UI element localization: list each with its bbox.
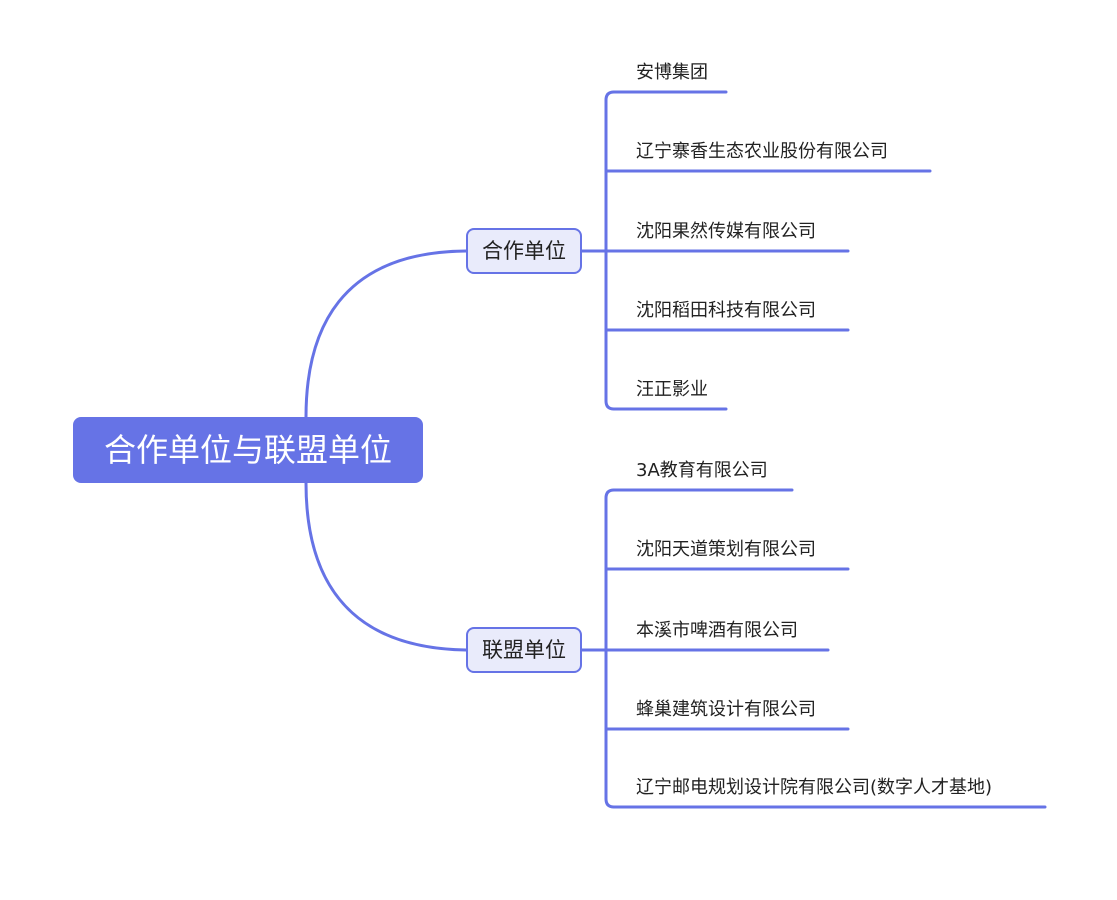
leaf-topic[interactable]: 沈阳稻田科技有限公司	[636, 300, 816, 321]
connector-root-to-cooperation	[304, 249, 468, 419]
root-topic[interactable]: 合作单位与联盟单位	[73, 417, 423, 483]
leaf-topic[interactable]: 蜂巢建筑设计有限公司	[636, 699, 816, 720]
leaf-topic[interactable]: 辽宁寨香生态农业股份有限公司	[636, 141, 888, 162]
branch-topic-cooperation[interactable]: 合作单位	[466, 228, 582, 274]
connector-root-to-alliance	[304, 481, 468, 652]
leaf-topic[interactable]: 汪正影业	[636, 379, 708, 400]
leaf-topic[interactable]: 辽宁邮电规划设计院有限公司(数字人才基地)	[636, 777, 993, 798]
branch-topic-alliance[interactable]: 联盟单位	[466, 627, 582, 673]
leaf-topic[interactable]: 3A教育有限公司	[636, 460, 768, 481]
leaf-topic[interactable]: 沈阳天道策划有限公司	[636, 539, 816, 560]
leaf-topic[interactable]: 沈阳果然传媒有限公司	[636, 221, 816, 242]
leaf-topic[interactable]: 本溪市啤酒有限公司	[636, 620, 798, 641]
leaf-topic[interactable]: 安博集团	[636, 62, 708, 83]
